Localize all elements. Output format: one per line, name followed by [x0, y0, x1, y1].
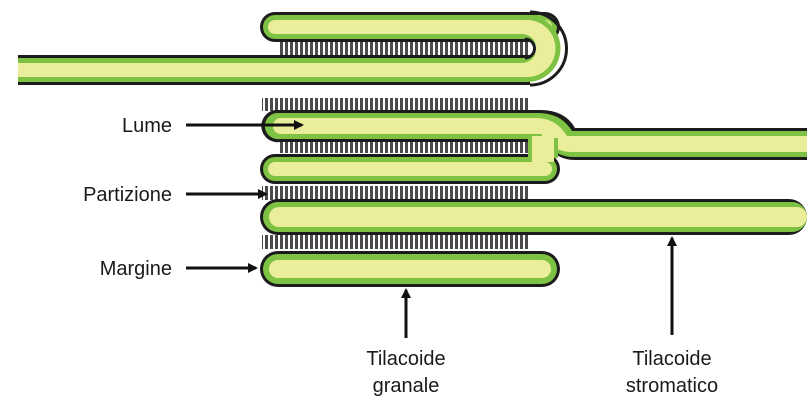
- stack-zone-4: [262, 186, 530, 200]
- partition-label: Partizione: [83, 184, 172, 206]
- stromal-thylakoid-band: [260, 199, 807, 235]
- lumen-label: Lume: [122, 115, 172, 137]
- stack-zone-1: [278, 42, 530, 55]
- margin-label: Margine: [100, 258, 172, 280]
- stromal-label-line1: Tilacoide: [632, 348, 711, 370]
- stack-zone-2: [262, 98, 530, 111]
- granal-label-line1: Tilacoide: [366, 348, 445, 370]
- granal-disc-bottom: [260, 251, 560, 287]
- granal-label-line2: granale: [373, 375, 440, 397]
- stack-zone-5: [262, 235, 530, 249]
- stack-zone-3: [278, 141, 530, 153]
- stromal-label-line2: stromatico: [626, 375, 718, 397]
